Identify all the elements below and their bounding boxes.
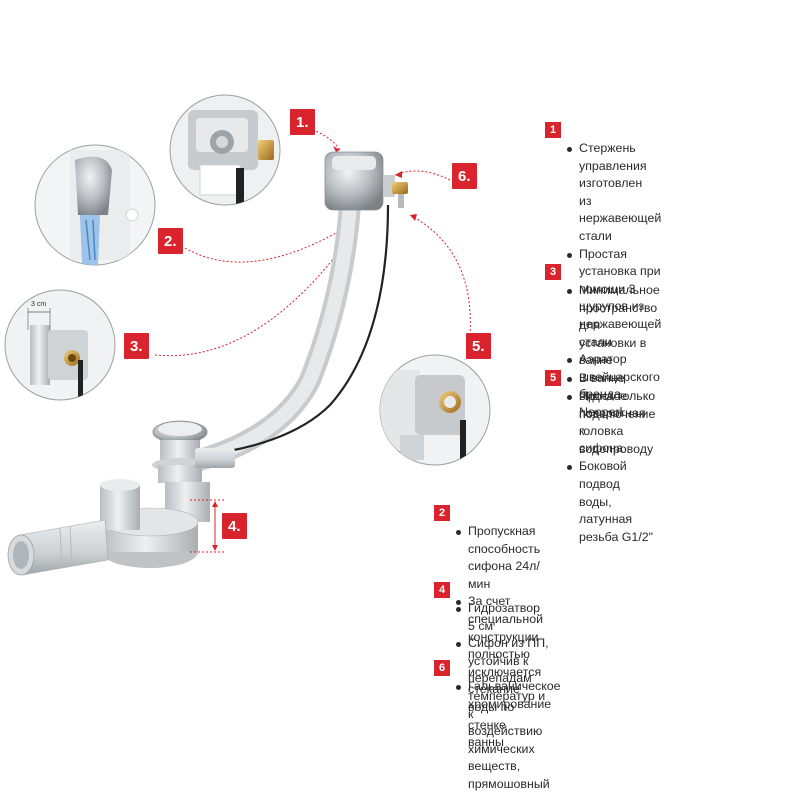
bullet-line: Гальваническое хромирование	[468, 679, 561, 711]
detail-circle-5	[379, 354, 491, 466]
detail-circle-3	[4, 289, 116, 401]
detail-circle-2	[34, 144, 156, 266]
bullet-item: Пропускная способность сифона 24л/мин	[456, 523, 543, 593]
bullet-item: Простое подключение к водопроводу	[567, 388, 655, 458]
bullet-line: За счет специальной конструкции полность…	[468, 594, 544, 662]
bullet-line: В ванне видна только поворотная	[579, 370, 656, 421]
bullet-line: Аэратор швейцарского бренда	[579, 352, 660, 402]
bullet-line: Простое подключение к	[579, 389, 656, 439]
bullet-item: Гальваническое хромирование	[456, 678, 561, 713]
bullet-line: Боковой подвод воды, латунная	[579, 459, 633, 527]
bullet-line: Гидрозатвор 5 см	[468, 601, 541, 633]
bullet-line: резьба G1/2"	[579, 529, 654, 544]
section-4-badge: 4	[434, 582, 450, 598]
arrow-head-5	[410, 214, 417, 221]
overflow-hose	[189, 194, 361, 471]
bullet-line: водопроводу	[579, 441, 654, 456]
callout-5: 5.	[466, 333, 491, 359]
section-3-badge: 3	[545, 264, 561, 280]
section-1-badge: 1	[545, 122, 561, 138]
bullet-line: Сифон из ПП, устойчив к перепадам темпер…	[468, 636, 549, 703]
arrow-head-1	[333, 146, 340, 152]
leader-2	[184, 224, 351, 263]
section-2-badge: 2	[434, 505, 450, 521]
bullet-line: из нержавеющей стали	[579, 193, 662, 243]
bullet-line: к воздействию химических веществ, прямош…	[468, 706, 550, 791]
water-seal-dimension	[190, 499, 225, 553]
leader-5	[409, 214, 471, 336]
bullet-line: Минимальное пространство для	[579, 283, 660, 333]
control-cable	[199, 204, 390, 457]
bullet-line: Стержень управления изготовлен	[579, 141, 647, 191]
bullet-line: установки в ванне	[579, 335, 647, 368]
bullet-line: шурупов из нержавеющей стали	[579, 299, 662, 349]
callout-2: 2.	[158, 228, 183, 254]
bullet-item: Гидрозатвор 5 см	[456, 600, 550, 635]
section-5-badge: 5	[545, 370, 561, 386]
bullet-line: Neoperl	[579, 404, 623, 419]
callout-3: 3.	[124, 333, 149, 359]
callout-1: 1.	[290, 109, 315, 135]
bullet-item: Сифон из ПП, устойчив к перепадам темпер…	[456, 635, 550, 793]
bullet-item: Боковой подвод воды, латунная резьба G1/2…	[567, 458, 655, 546]
bullet-item: За счет специальной конструкции полность…	[456, 593, 543, 751]
siphon-trap	[100, 479, 210, 568]
leader-6	[394, 170, 451, 181]
overflow-head	[324, 151, 408, 211]
drain-plug	[152, 420, 208, 483]
outlet-pipe	[7, 519, 109, 576]
section-6-list: Гальваническое хромирование	[456, 678, 561, 713]
callout-4: 4.	[222, 513, 247, 539]
bullet-line: Пропускная способность сифона 24л/мин	[468, 524, 541, 591]
bullet-line: Простая установка при помощи 3	[579, 246, 661, 296]
detail-circle-1	[169, 94, 281, 206]
section-6-badge: 6	[434, 660, 450, 676]
bullet-line: головка сифона	[579, 423, 624, 456]
arrow-head-6	[395, 171, 402, 178]
hose-connector	[195, 448, 235, 468]
callout-6: 6.	[452, 163, 477, 189]
bullet-line: исключается стекание воды по стенке ванн…	[468, 664, 542, 750]
measure-label: 3 cm	[31, 301, 47, 308]
